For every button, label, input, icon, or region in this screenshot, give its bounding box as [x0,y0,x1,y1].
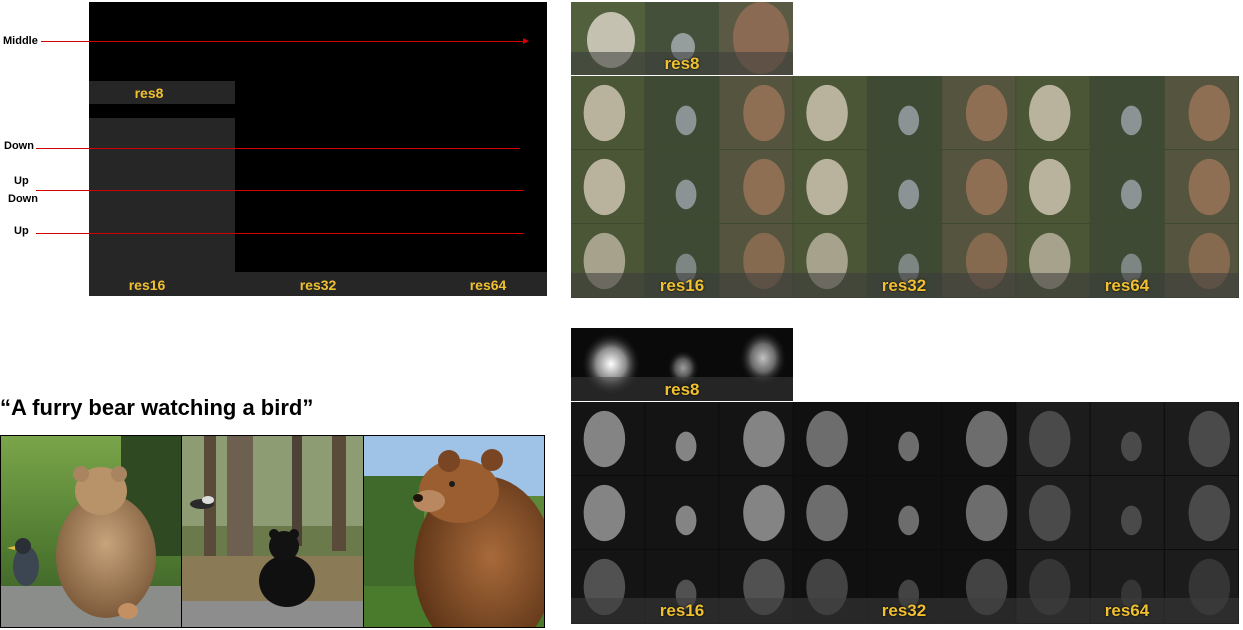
level-label-up: Up [14,175,29,187]
heatmap-grid-label-res16: res16 [659,601,705,620]
grid-cell [645,76,719,149]
level-label-down: Down [4,140,34,152]
diagram-label-res32: res32 [299,277,337,293]
grid-cell [793,402,867,475]
grid-cell [571,150,645,223]
res16-block [89,118,235,296]
grid-cell [1164,150,1238,223]
grid-cell [571,402,645,475]
grid-cell [1016,76,1090,149]
grid-cell [942,476,1016,549]
color-grid-label-res64: res64 [1104,276,1150,295]
level-label-up-2: Up [14,225,29,237]
grid-cell [867,402,942,475]
grid-cell [719,402,793,475]
diagram-label-res64: res64 [469,277,507,293]
prompt-caption: “A furry bear watching a bird” [0,395,314,420]
generated-image-1 [0,435,182,628]
grid-cell [719,476,793,549]
res8-block [89,81,235,104]
grid-cell [793,76,867,149]
grid-cell [1090,150,1164,223]
color-grid-label-res16: res16 [659,276,705,295]
grid-cell [645,150,719,223]
grid-cell [1164,476,1238,549]
grid-cell [867,150,942,223]
grid-cell [1016,476,1090,549]
diagram-label-res8: res8 [134,85,164,101]
grid-cell [1164,76,1238,149]
color-grid-resolution-band [571,273,1239,298]
middle-arrowhead [523,38,529,44]
grid-cell [645,402,719,475]
heatmap-grid-label-res32: res32 [881,601,927,620]
heatmap-grid-label-res8: res8 [664,380,700,399]
color-grid-label-res8: res8 [664,54,700,73]
up-arrow [36,233,524,234]
grid-cell [1016,150,1090,223]
heatmap-grid-res8-band [571,377,793,401]
up-down-arrow [36,190,524,191]
middle-arrow [41,41,523,42]
diagram-label-res16: res16 [128,277,166,293]
grid-cell [719,150,793,223]
color-grid-res8-band [571,52,793,75]
color-grid-label-res32: res32 [881,276,927,295]
level-label-middle: Middle [3,35,38,47]
grid-cell [1164,402,1238,475]
grid-cell [645,476,719,549]
grid-cell [719,76,793,149]
generated-image-2 [181,435,364,628]
grid-cell [571,76,645,149]
generated-image-3 [363,435,545,628]
grid-cell [1090,402,1164,475]
grid-cell [942,76,1016,149]
grid-cell [867,76,942,149]
grid-cell [571,476,645,549]
grid-cell [867,476,942,549]
color-grid-main [571,76,1239,298]
grid-cell [942,150,1016,223]
heatmap-grid-main [571,402,1239,624]
grid-cell [1016,402,1090,475]
grid-cell [1090,76,1164,149]
grid-cell [793,476,867,549]
level-label-down-2: Down [8,193,38,205]
down-arrow [36,148,520,149]
grid-cell [1090,476,1164,549]
grid-cell [793,150,867,223]
heatmap-grid-label-res64: res64 [1104,601,1150,620]
heatmap-grid-resolution-band [571,598,1239,624]
grid-cell [942,402,1016,475]
resolution-band [89,272,547,296]
